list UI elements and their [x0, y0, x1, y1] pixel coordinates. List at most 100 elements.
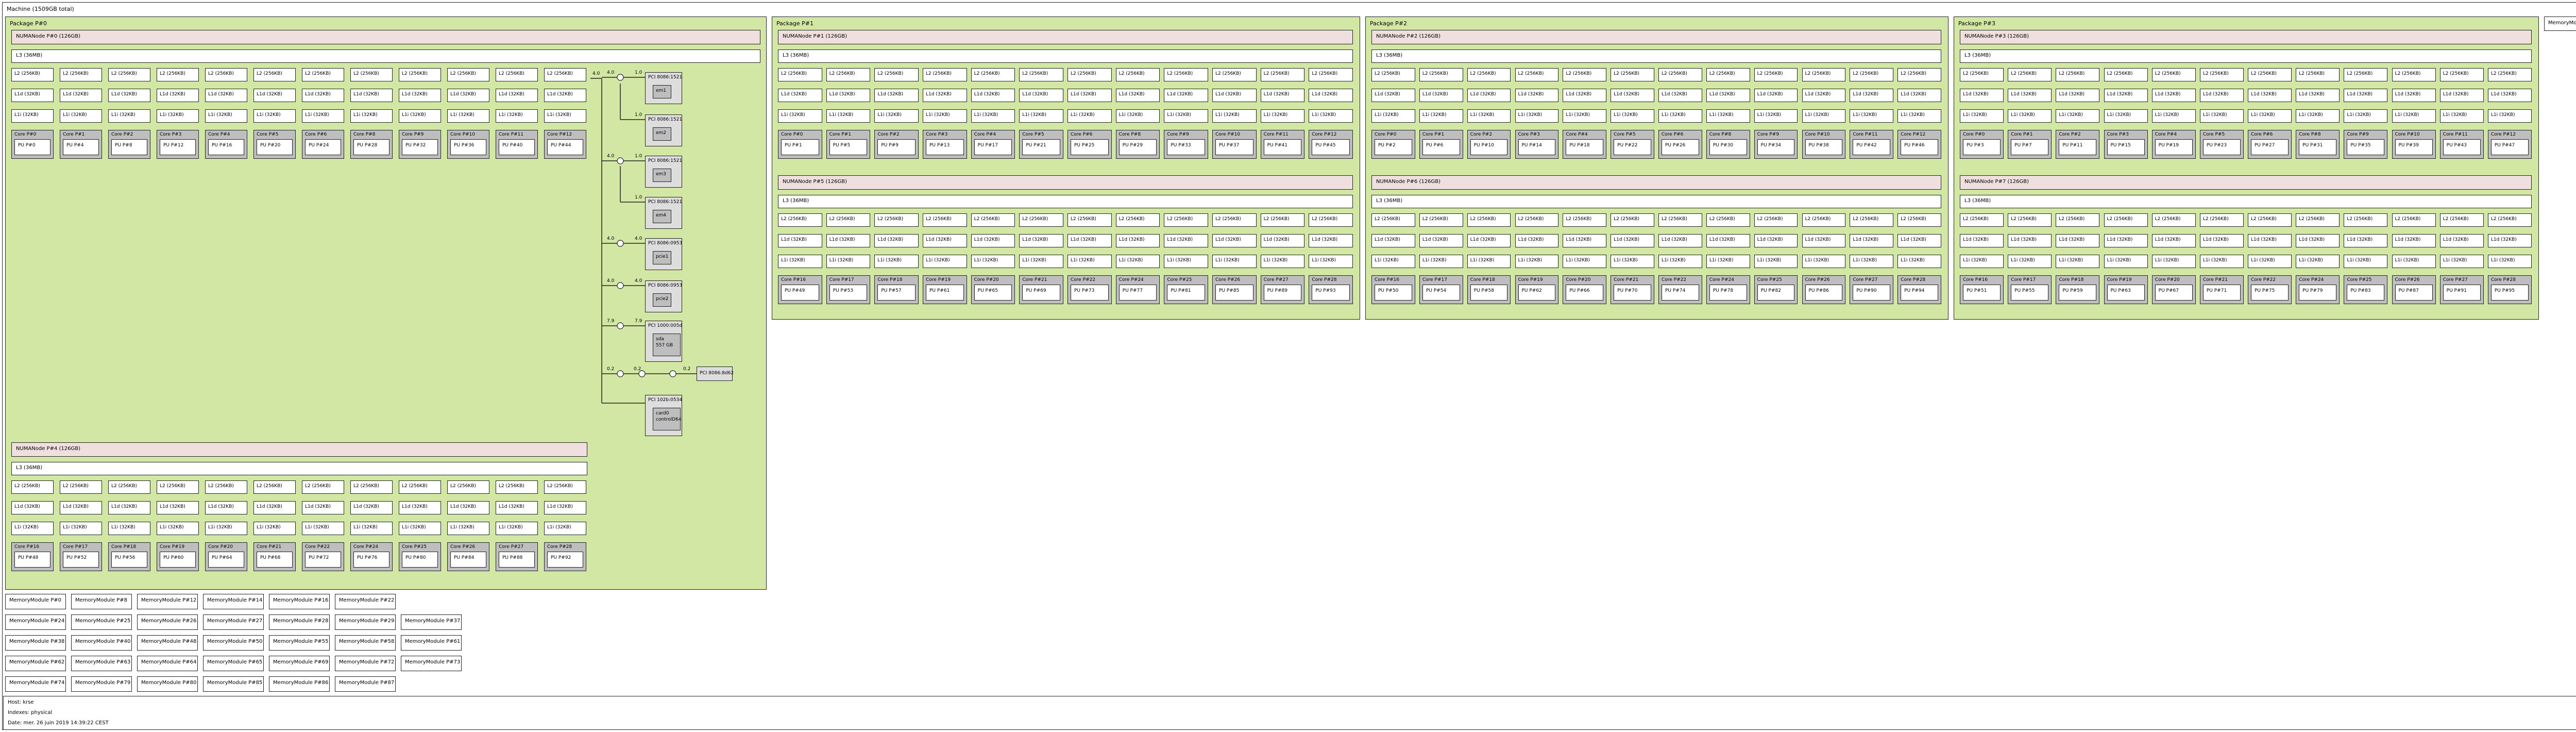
core-label: Core P#2 [1470, 132, 1493, 137]
l1d-cache: L1d (32KB) [1897, 89, 1941, 102]
l1d-cache: L1d (32KB) [1419, 234, 1463, 247]
l2-cache: L2 (256KB) [1850, 213, 1894, 227]
core-label: Core P#21 [1614, 277, 1639, 282]
l1d-cache: L1d (32KB) [1067, 89, 1112, 102]
l2-cache: L2 (256KB) [1754, 68, 1798, 81]
l2-cache: L2 (256KB) [1019, 213, 1063, 227]
l2-cache: L2 (256KB) [1706, 68, 1750, 81]
l1i-cache: L1i (32KB) [2056, 109, 2100, 123]
l3-cache: L3 (36MB) [1371, 49, 1941, 63]
memory-module: MemoryModule P#38 [5, 635, 66, 651]
core-label: Core P#11 [499, 132, 524, 137]
processing-unit: PU P#6 [1422, 139, 1460, 155]
l2-cache: L2 (256KB) [2104, 213, 2148, 227]
memory-module: MemoryModule P#25 [71, 614, 132, 630]
processing-unit: PU P#94 [1901, 285, 1938, 301]
memory-module: MemoryModule P#22 [335, 594, 396, 609]
memory-module: MemoryModule P#16 [269, 594, 330, 609]
processing-unit: PU P#88 [499, 552, 535, 568]
os-device: em2 [653, 127, 671, 141]
l1i-cache: L1i (32KB) [108, 109, 150, 123]
processing-unit: PU P#7 [2011, 139, 2049, 155]
processing-unit: PU P#44 [547, 139, 583, 155]
l2-cache: L2 (256KB) [1115, 68, 1160, 81]
l2-cache: L2 (256KB) [1260, 213, 1305, 227]
bandwidth-label: 7.9 [635, 319, 642, 324]
memory-module: MemoryModule P#12 [137, 594, 198, 609]
l2-cache: L2 (256KB) [826, 213, 871, 227]
l1i-cache: L1i (32KB) [1658, 255, 1702, 268]
l1d-cache: L1d (32KB) [496, 89, 538, 102]
memory-module: MemoryModule P#85 [203, 676, 264, 692]
core-label: Core P#0 [781, 132, 803, 137]
memory-module: MemoryModule P#63 [71, 656, 132, 671]
core-label: Core P#16 [14, 544, 40, 550]
core-label: Core P#5 [2202, 132, 2225, 137]
processing-unit: PU P#73 [1071, 285, 1109, 301]
processing-unit: PU P#75 [2251, 285, 2289, 301]
numa-node: NUMANode P#3 (126GB) [1960, 30, 2532, 44]
core-label: Core P#10 [450, 132, 476, 137]
core-label: Core P#4 [2155, 132, 2177, 137]
l1d-cache: L1d (32KB) [2104, 89, 2148, 102]
l1i-cache: L1i (32KB) [1611, 255, 1654, 268]
bandwidth-label: 1.0 [635, 112, 642, 118]
l1d-cache: L1d (32KB) [1754, 89, 1798, 102]
processing-unit: PU P#52 [63, 552, 99, 568]
memory-module: MemoryModule P#58 [335, 635, 396, 651]
l2-cache: L2 (256KB) [157, 68, 199, 81]
l2-cache: L2 (256KB) [350, 480, 393, 494]
l1i-cache: L1i (32KB) [399, 522, 441, 535]
memory-module: MemoryModule P#0 [2544, 16, 2576, 31]
l1i-cache: L1i (32KB) [108, 522, 150, 535]
legend-host: Host: krse [8, 700, 34, 705]
processing-unit: PU P#84 [450, 552, 486, 568]
memory-module: MemoryModule P#74 [5, 676, 66, 692]
package: Package P#2 [1365, 16, 1948, 320]
l1i-cache: L1i (32KB) [2056, 255, 2100, 268]
l1i-cache: L1i (32KB) [1212, 109, 1257, 123]
processing-unit: PU P#1 [781, 139, 819, 155]
bandwidth-label: 0.2 [634, 367, 641, 372]
l1d-cache: L1d (32KB) [2008, 89, 2052, 102]
processing-unit: PU P#60 [160, 552, 196, 568]
processing-unit: PU P#29 [1118, 139, 1157, 155]
l2-cache: L2 (256KB) [1563, 68, 1607, 81]
l1i-cache: L1i (32KB) [2439, 109, 2484, 123]
package-title: Package P#3 [1958, 20, 1995, 27]
legend: Host: krse Indexes: physical Date: mer. … [3, 696, 2576, 730]
bridge-node [617, 282, 624, 289]
core-label: Core P#6 [1071, 132, 1093, 137]
processing-unit: PU P#93 [1312, 285, 1350, 301]
core-label: Core P#4 [208, 132, 230, 137]
processing-unit: PU P#48 [14, 552, 50, 568]
memory-module: MemoryModule P#69 [269, 656, 330, 671]
l1d-cache: L1d (32KB) [2008, 234, 2052, 247]
bandwidth-label: 7.9 [607, 319, 615, 324]
processing-unit: PU P#72 [305, 552, 341, 568]
pci-label: PCI 1000:005d [648, 323, 683, 328]
core-label: Core P#27 [2443, 277, 2468, 282]
processing-unit: PU P#87 [2395, 285, 2433, 301]
l1d-cache: L1d (32KB) [826, 89, 871, 102]
numa-node: NUMANode P#7 (126GB) [1960, 175, 2532, 190]
l2-cache: L2 (256KB) [1515, 68, 1559, 81]
